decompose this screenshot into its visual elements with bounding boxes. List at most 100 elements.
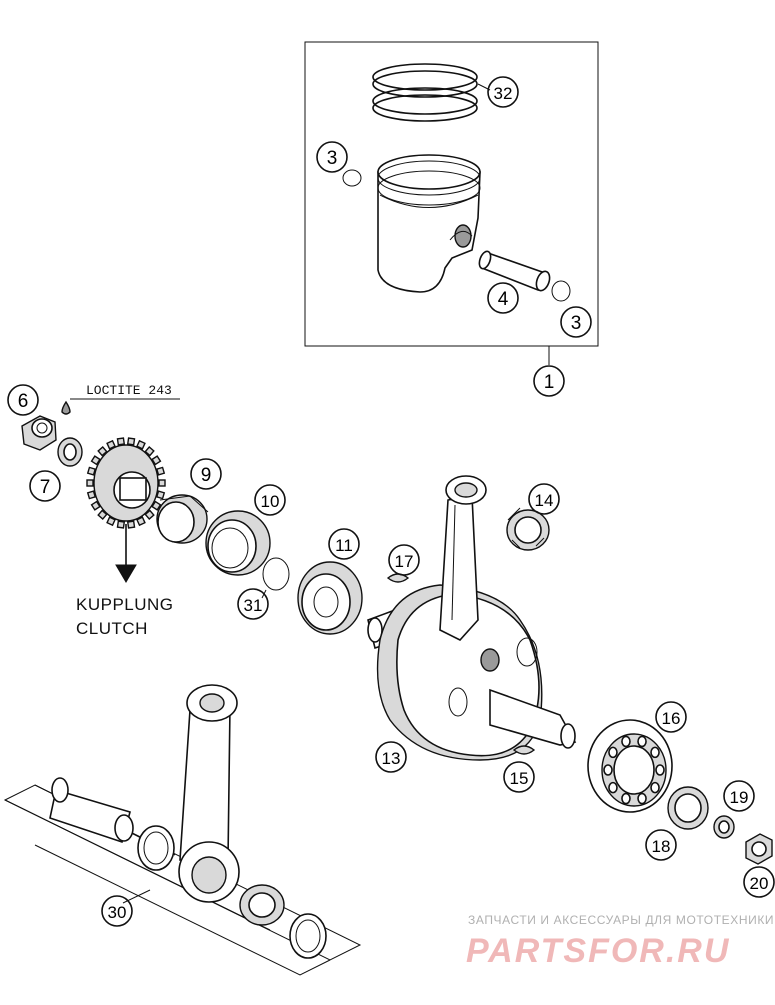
- gear-tooth: [86, 479, 94, 487]
- watermark-subtitle: ЗАПЧАСТИ И АКСЕССУАРЫ ДЛЯ МОТОТЕХНИКИ: [468, 913, 774, 927]
- svg-text:11: 11: [335, 536, 353, 555]
- leader-lines: [122, 889, 151, 904]
- gear-tooth: [144, 446, 155, 457]
- loctite-note: LOCTITE 243: [86, 383, 172, 398]
- washer-19: [713, 815, 735, 839]
- callout-9: 9: [190, 458, 222, 490]
- svg-text:20: 20: [750, 874, 769, 893]
- gear-tooth: [151, 455, 162, 466]
- woodruff-key-15: [512, 745, 536, 755]
- svg-text:15: 15: [510, 769, 529, 788]
- gear-tooth: [136, 439, 146, 450]
- svg-text:16: 16: [662, 709, 681, 728]
- svg-text:9: 9: [201, 465, 212, 486]
- gear-tooth: [116, 520, 126, 529]
- callout-18: 18: [645, 829, 677, 861]
- nut: [21, 415, 57, 451]
- svg-text:6: 6: [18, 391, 29, 412]
- callout-10: 10: [254, 484, 286, 516]
- woodruff-key-17: [386, 573, 410, 583]
- bearing-roller: [608, 746, 618, 759]
- gear-tooth: [97, 509, 108, 520]
- shaft-seal-10: [205, 510, 271, 576]
- bearing-roller: [603, 764, 613, 776]
- gear-tooth: [106, 439, 116, 450]
- conrod-kit: [3, 684, 362, 976]
- gear-tooth: [158, 479, 166, 487]
- svg-text:7: 7: [40, 477, 51, 498]
- gear-tooth: [116, 437, 126, 446]
- callout-20: 20: [743, 866, 775, 898]
- bearing-roller: [650, 746, 660, 759]
- svg-text:30: 30: [108, 903, 127, 922]
- callout-13: 13: [375, 741, 407, 773]
- bearing-roller: [608, 781, 618, 794]
- callout-19: 19: [723, 780, 755, 812]
- piston-group-box: [304, 41, 599, 365]
- piston: [377, 154, 481, 293]
- gear-tooth: [155, 490, 166, 500]
- main-bearing-left: [297, 561, 363, 635]
- callout-30: 30: [101, 895, 133, 927]
- primary-gear: [86, 437, 166, 583]
- gear-tooth: [86, 466, 97, 476]
- bearing-roller: [637, 792, 647, 805]
- gear-tooth: [151, 500, 162, 511]
- gear-tooth: [106, 516, 116, 527]
- gear-tooth: [90, 500, 101, 511]
- callout-3-right: 3: [560, 306, 592, 338]
- callout-7: 7: [29, 470, 61, 502]
- callout-15: 15: [503, 761, 535, 793]
- piston-pin: [478, 250, 551, 292]
- callout-31: 31: [237, 588, 269, 620]
- gear-tooth: [86, 490, 97, 500]
- gear-tooth: [97, 446, 108, 457]
- svg-text:3: 3: [571, 313, 582, 334]
- callout-4: 4: [487, 282, 519, 314]
- callout-17: 17: [388, 544, 420, 576]
- svg-text:31: 31: [244, 596, 263, 615]
- gear-tooth: [155, 466, 166, 476]
- o-ring: [261, 557, 290, 599]
- main-bearing-right: [587, 719, 673, 813]
- callout-16: 16: [655, 701, 687, 733]
- callout-6: 6: [7, 384, 39, 416]
- gear-tooth: [126, 437, 136, 446]
- callouts: 1 3 3 4 32 6 7 9 10 11 13 14 15 16 17 18…: [7, 76, 775, 927]
- bearing-roller: [621, 792, 631, 805]
- crankshaft: [367, 475, 577, 761]
- svg-text:1: 1: [544, 372, 555, 393]
- callout-14: 14: [528, 483, 560, 515]
- nut-20: [745, 833, 773, 865]
- lock-washer: [57, 437, 83, 467]
- circlip-right: [551, 280, 571, 302]
- svg-text:14: 14: [535, 491, 554, 510]
- bearing-roller: [621, 735, 631, 748]
- svg-text:4: 4: [498, 289, 509, 310]
- piston-rings: [372, 63, 491, 122]
- gear-tooth: [136, 516, 146, 527]
- gear-tooth: [144, 509, 155, 520]
- callout-1: 1: [533, 365, 565, 397]
- svg-text:3: 3: [327, 148, 338, 169]
- svg-text:18: 18: [652, 837, 671, 856]
- bearing-roller: [650, 781, 660, 794]
- shaft-seal-18: [667, 786, 709, 830]
- watermark-brand: PARTSFOR.RU: [466, 932, 730, 970]
- bearing-roller: [655, 764, 665, 776]
- needle-bearing-14: [506, 507, 550, 551]
- circlip-left: [342, 169, 362, 187]
- bearing-roller: [637, 735, 647, 748]
- svg-text:32: 32: [494, 84, 513, 103]
- callout-11: 11: [328, 528, 360, 560]
- callout-32: 32: [487, 76, 519, 108]
- kupplung-label: KUPPLUNG: [76, 595, 174, 614]
- oil-seal-9: [156, 494, 209, 544]
- gear-tooth: [90, 455, 101, 466]
- svg-text:19: 19: [730, 788, 749, 807]
- gear-tooth: [126, 520, 136, 529]
- loctite-drop: [61, 398, 180, 415]
- svg-text:10: 10: [261, 492, 280, 511]
- svg-text:13: 13: [382, 749, 401, 768]
